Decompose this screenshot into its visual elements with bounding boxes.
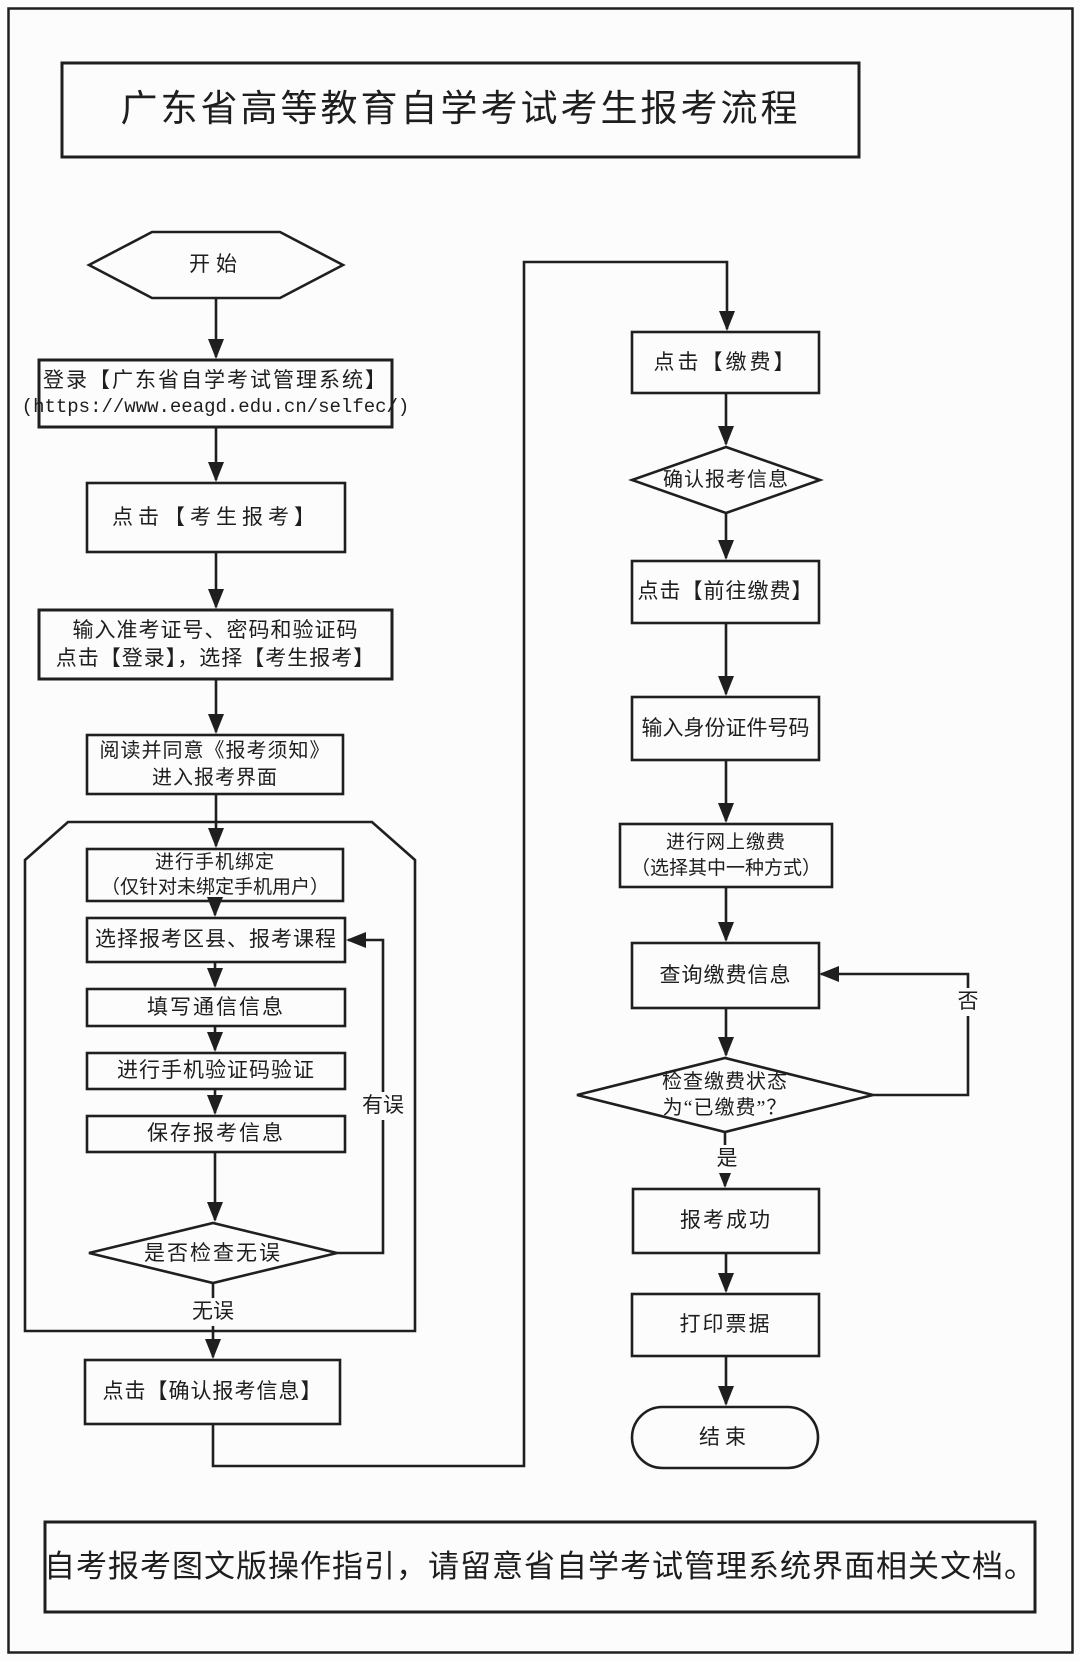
contact-info-label: 填写通信信息: [147, 994, 285, 1019]
loop-container-shape: [23, 820, 417, 1333]
bind-line2: （仅针对未绑定手机用户）: [100, 877, 329, 898]
error-branch-text: 有误: [359, 1092, 407, 1120]
go-pay-label: 点击【前往缴费】: [637, 579, 814, 604]
credentials-line1: 输入准考证号、密码和验证码: [72, 617, 359, 642]
connector-confirm-pay: [211, 260, 735, 1468]
query-pay-label: 查询缴费信息: [659, 962, 792, 987]
confirm-pay-label: 确认报考信息: [663, 468, 789, 491]
bind-phone-label: 进行手机绑定 （仅针对未绑定手机用户）: [87, 849, 343, 901]
notice-node-label: 阅读并同意《报考须知》 进入报考界面: [87, 735, 343, 794]
sms-verify-label: 进行手机验证码验证: [117, 1058, 315, 1083]
confirm-pay-diamond-shape: [628, 445, 824, 515]
save-info-label: 保存报考信息: [147, 1121, 285, 1146]
bind-line1: 进行手机绑定: [154, 851, 275, 873]
page-title: 广东省高等教育自学考试考生报考流程: [120, 88, 801, 130]
connector-no-loop: [819, 966, 970, 1097]
no-branch-text: 否: [954, 988, 982, 1016]
check-status-label: 检查缴费状态 为“已缴费”？: [577, 1062, 873, 1128]
error-branch-label: 有误: [352, 1092, 414, 1120]
select-course-label: 选择报考区县、报考课程: [95, 927, 337, 952]
credentials-node-label: 输入准考证号、密码和验证码 点击【登录】，选择【考生报考】: [39, 610, 392, 679]
online-pay-line1: 进行网上缴费: [665, 832, 786, 854]
confirm-info-label: 点击【确认报考信息】: [102, 1379, 323, 1404]
print-label: 打印票据: [679, 1312, 772, 1337]
click-register-label: 点击【考生报考】: [112, 504, 320, 529]
notice-line2: 进入报考界面: [152, 766, 278, 789]
yes-branch-text: 是: [713, 1145, 741, 1173]
credentials-line2: 点击【登录】，选择【考生报考】: [55, 645, 376, 670]
success-label: 报考成功: [680, 1208, 772, 1233]
end-stadium-shape: [630, 1405, 820, 1470]
no-error-branch-label: 无误: [182, 1298, 244, 1326]
online-pay-line2: （选择其中一种方式）: [630, 857, 821, 879]
login-url: (https://www.eeagd.edu.cn/selfec/): [21, 395, 410, 418]
login-node-label: 登录【广东省自学考试管理系统】 (https://www.eeagd.edu.c…: [22, 360, 410, 427]
online-pay-label: 进行网上缴费 （选择其中一种方式）: [620, 824, 832, 887]
page-border: [7, 7, 1074, 1654]
footer-note: 自考报考图文版操作指引，请留意省自学考试管理系统界面相关文档。: [44, 1548, 1036, 1584]
check-correct-label: 是否检查无误: [144, 1241, 282, 1266]
check-status-line2: 为“已缴费”？: [662, 1097, 788, 1119]
no-branch-label: 否: [946, 988, 990, 1016]
check-status-line1: 检查缴费状态: [662, 1070, 788, 1093]
title-box-shape: [60, 61, 861, 159]
start-hexagon-shape: [86, 230, 346, 300]
yes-branch-label: 是: [705, 1145, 749, 1173]
no-error-branch-text: 无误: [189, 1298, 237, 1326]
pay-label: 点击【缴费】: [653, 349, 798, 374]
id-number-label: 输入身份证件号码: [641, 715, 810, 740]
start-node-label: 开始: [189, 252, 243, 277]
end-label: 结束: [699, 1424, 751, 1449]
login-line1: 登录【广东省自学考试管理系统】: [43, 368, 388, 393]
note-box-shape: [43, 1520, 1037, 1614]
notice-line1: 阅读并同意《报考须知》: [99, 740, 331, 763]
